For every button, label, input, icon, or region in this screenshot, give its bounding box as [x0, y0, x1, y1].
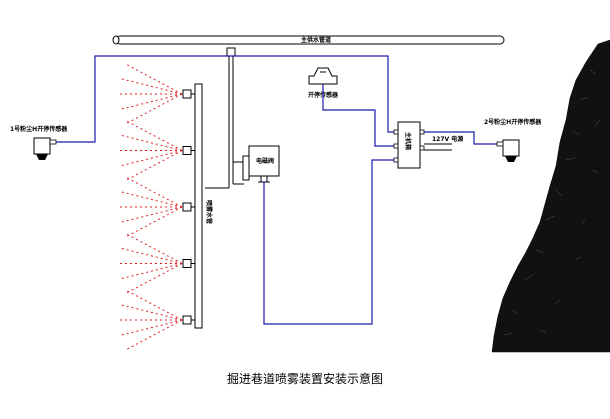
spray-mist-line: [127, 206, 183, 237]
dust-sensor-1: [33, 137, 57, 160]
rock-face: [491, 39, 610, 353]
nozzle-group: [120, 64, 195, 350]
spray-mist-line: [121, 93, 183, 110]
spray-mist-line: [121, 206, 183, 223]
power-lines: [424, 143, 452, 151]
sensor-1-label: 1号粉尘H开停传感器: [10, 125, 68, 133]
feed-pipe: [205, 47, 244, 189]
spray-mist-line: [127, 150, 183, 181]
spray-mist-line: [127, 233, 183, 264]
diagram-caption: 掘进巷道喷雾装置安装示意图: [227, 371, 383, 386]
nozzle-icon: [182, 146, 192, 155]
main-water-pipe: [112, 35, 505, 45]
nozzle-icon: [182, 259, 192, 268]
spray-mist-line: [121, 263, 183, 279]
spray-branch-pipe-label: 喷雾水管: [205, 200, 213, 224]
signal-lines: [56, 55, 497, 325]
rock-texture: [503, 69, 601, 336]
spray-mist-line: [121, 135, 183, 151]
spray-branch-pipe: [194, 83, 203, 329]
dust-sensor-icon: [36, 154, 48, 160]
spray-mist-line: [121, 150, 183, 166]
spray-mist-line: [121, 304, 183, 321]
power-label: 127V 电源: [432, 135, 463, 143]
spray-mist-line: [121, 248, 183, 264]
spray-mist-line: [127, 93, 183, 124]
spray-mist-line: [127, 177, 183, 208]
spray-mist-line: [121, 78, 183, 95]
open-sensor-icon: [308, 67, 338, 85]
nozzle-icon: [182, 315, 192, 325]
spray-mist-line: [127, 263, 183, 294]
spray-mist-line: [127, 64, 183, 95]
spray-mist-line: [127, 120, 183, 151]
nozzle-icon: [182, 202, 192, 212]
dust-sensor-icon-2: [505, 156, 517, 162]
open-sensor: [308, 67, 338, 85]
host-controller: [393, 121, 425, 169]
spray-mist-line: [127, 290, 183, 321]
host-label: 主机箱: [404, 132, 412, 150]
spray-mist-line: [127, 319, 183, 350]
solenoid-valve: [242, 145, 280, 183]
main-water-pipe-label: 主供水管道: [301, 36, 331, 44]
solenoid-valve-label: 电磁阀: [256, 157, 274, 165]
nozzle-icon: [182, 89, 192, 99]
spray-mist-line: [121, 319, 183, 336]
sensor-2-label: 2号粉尘H开停传感器: [484, 118, 542, 126]
dust-sensor-2: [496, 139, 520, 162]
spray-mist-line: [121, 191, 183, 208]
